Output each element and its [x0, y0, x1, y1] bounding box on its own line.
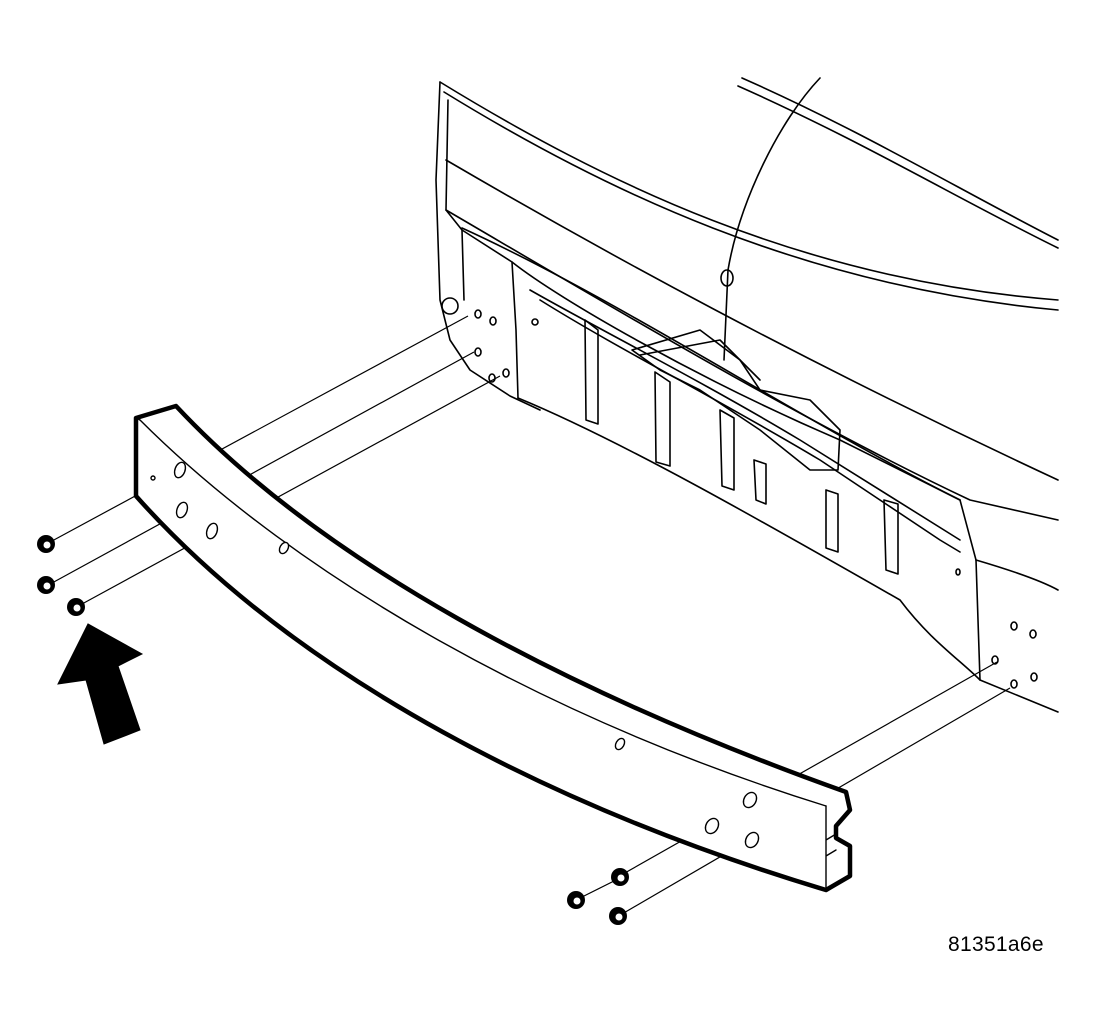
left-mount-hole: [502, 368, 510, 378]
left-mount-face-2: [511, 261, 977, 561]
structure-lower-edge: [517, 397, 1059, 713]
install-direction-arrow-icon: [57, 623, 144, 745]
left-mount-hole: [474, 347, 482, 357]
wire-line: [723, 77, 821, 361]
right-mount-hole: [955, 568, 961, 576]
bolt-icon: [609, 907, 627, 925]
left-boss: [441, 297, 459, 315]
left-support-outline: [435, 81, 541, 411]
left-mount-hole: [489, 316, 497, 326]
bolt-icon: [67, 598, 85, 616]
vehicle-front-structure: [435, 77, 1059, 713]
bolt-icon: [37, 576, 55, 594]
right-mount-hole: [1030, 672, 1038, 682]
left-mount-hole: [531, 318, 539, 326]
grille-lower-edge-2: [539, 299, 961, 553]
left-support-inner: [445, 99, 465, 301]
left-mount-hole: [488, 373, 496, 383]
right-mount-face: [975, 559, 1059, 681]
bolt-icon: [611, 868, 629, 886]
upper-cross-member-2: [445, 159, 1059, 481]
upper-cross-member: [445, 209, 1059, 521]
bolt-icon: [567, 891, 585, 909]
hood-edge-inner: [443, 91, 1059, 311]
beam-face-line: [139, 419, 827, 807]
bolts-left: [37, 535, 85, 616]
hood-upper-curve-2: [737, 85, 1059, 249]
bolt-icon: [37, 535, 55, 553]
right-mount-hole: [1029, 629, 1037, 639]
grille-lower-edge: [529, 289, 961, 541]
bumper-reinforcement-beam: [133, 403, 853, 893]
upper-cross-member-3: [461, 227, 961, 501]
left-mount-face: [461, 229, 519, 399]
beam-left-end: [135, 417, 141, 421]
hood-upper-curve: [741, 77, 1059, 241]
right-mount-hole: [1010, 621, 1018, 631]
figure-code-label: 81351a6e: [948, 933, 1044, 956]
hood-edge: [439, 81, 1059, 301]
right-mount-hole: [991, 655, 999, 665]
right-mount-hole: [1010, 679, 1018, 689]
left-mount-hole: [474, 309, 482, 319]
beam-end-detail: [825, 805, 837, 889]
beam-holes: [150, 461, 760, 849]
fascia-ribs: [584, 319, 899, 575]
wire-clip: [720, 269, 734, 287]
center-latch-bracket-2: [639, 339, 761, 381]
bolts-right: [567, 868, 629, 925]
beam-outline: [133, 403, 853, 893]
